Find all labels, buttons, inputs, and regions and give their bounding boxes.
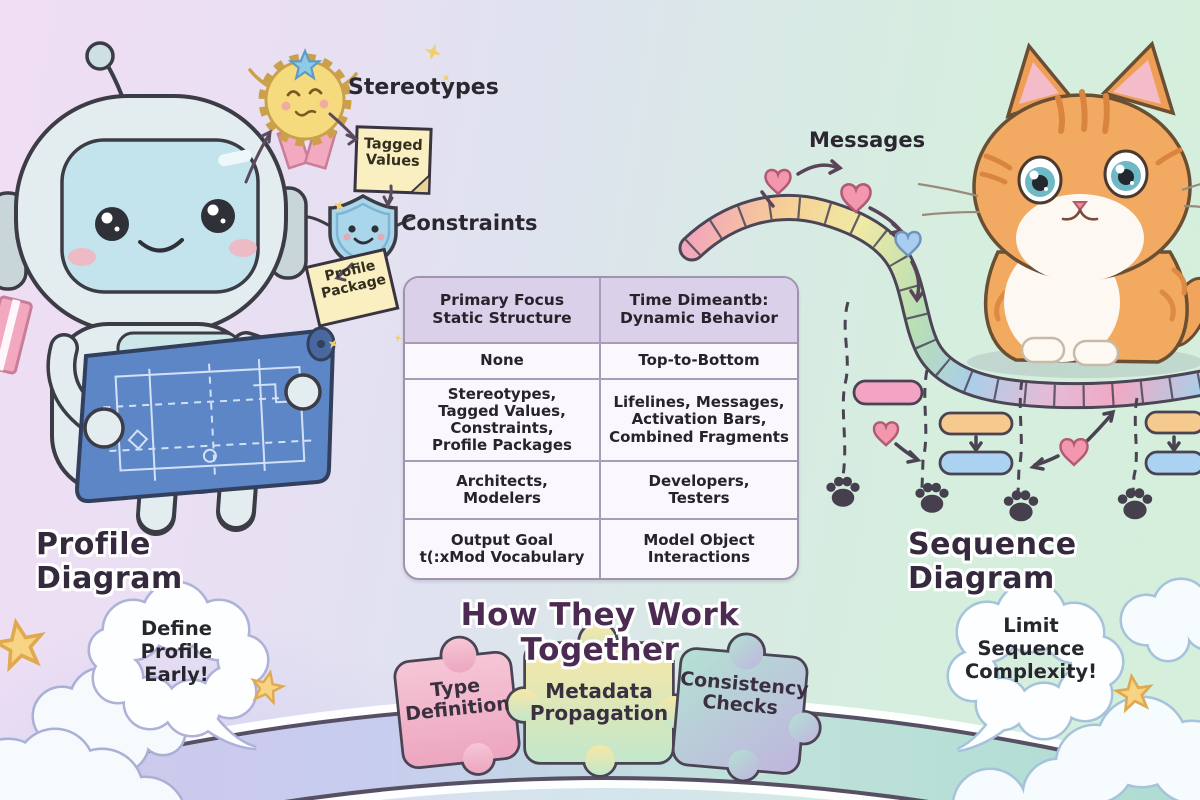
table-cell: Architects, Modelers xyxy=(405,460,601,518)
speech-bubble-left xyxy=(87,580,270,751)
table-cell: None xyxy=(405,342,601,378)
table-cell: Developers, Testers xyxy=(601,460,797,518)
robot-face-screen xyxy=(60,138,260,294)
message-arrow xyxy=(796,163,840,176)
table-cell: Lifelines, Messages, Activation Bars, Co… xyxy=(601,378,797,460)
puzzle-piece-metadata-propagation xyxy=(505,621,693,778)
table-cell: Output Goal t(:xMod Vocabulary xyxy=(405,518,601,578)
puzzle-piece-consistency-checks xyxy=(671,632,822,783)
stereotypes-label: Stereotypes xyxy=(348,75,499,100)
connector-arrows xyxy=(244,112,394,282)
constraints-label: Constraints xyxy=(401,211,538,235)
robot-character xyxy=(0,41,336,536)
table-cell: Top-to-Bottom xyxy=(601,342,797,378)
sticky-note-profile-package xyxy=(304,247,400,328)
kitten-eyes xyxy=(1017,149,1149,205)
speech-bubble-right xyxy=(946,580,1125,753)
how-they-work-title: How They Work Together xyxy=(460,597,740,668)
lifelines xyxy=(841,301,1139,495)
gift-icon xyxy=(0,295,33,375)
puzzle-label-metadata-propagation: Metadata Propagation xyxy=(529,679,669,726)
table-cell: Model Object Interactions xyxy=(601,518,797,578)
comparison-table: Primary Focus Static Structure Time Dime… xyxy=(403,276,799,580)
heart-icon xyxy=(764,168,792,195)
sticky-note-tagged-values xyxy=(353,125,433,195)
messages-label: Messages xyxy=(809,128,926,152)
table-cell: Stereotypes, Tagged Values, Constraints,… xyxy=(405,378,601,460)
kitten-character xyxy=(917,40,1200,378)
right-bubble-text: Limit Sequence Complexity! xyxy=(964,614,1098,683)
robot-antenna xyxy=(85,41,115,71)
sequence-arrows xyxy=(894,409,1181,471)
tagged-values-note-label: Tagged Values xyxy=(363,135,423,171)
rainbow-road xyxy=(678,194,1200,410)
table-cell: Time Dimeantb: Dynamic Behavior xyxy=(601,278,797,342)
heart-icon xyxy=(1059,437,1089,467)
profile-diagram-title: Profile Diagram xyxy=(36,527,183,596)
table-cell: Primary Focus Static Structure xyxy=(405,278,601,342)
badge-icon xyxy=(248,49,358,170)
activation-bars xyxy=(852,379,1200,476)
left-bubble-text: Define Profile Early! xyxy=(140,617,213,686)
sequence-sketch xyxy=(826,301,1200,522)
clouds-right xyxy=(951,577,1200,800)
sequence-diagram-title: Sequence Diagram xyxy=(908,527,1077,596)
blueprint xyxy=(74,326,336,504)
heart-icon xyxy=(872,421,900,447)
paw-icons xyxy=(826,476,1153,522)
messages-flow xyxy=(760,159,925,304)
